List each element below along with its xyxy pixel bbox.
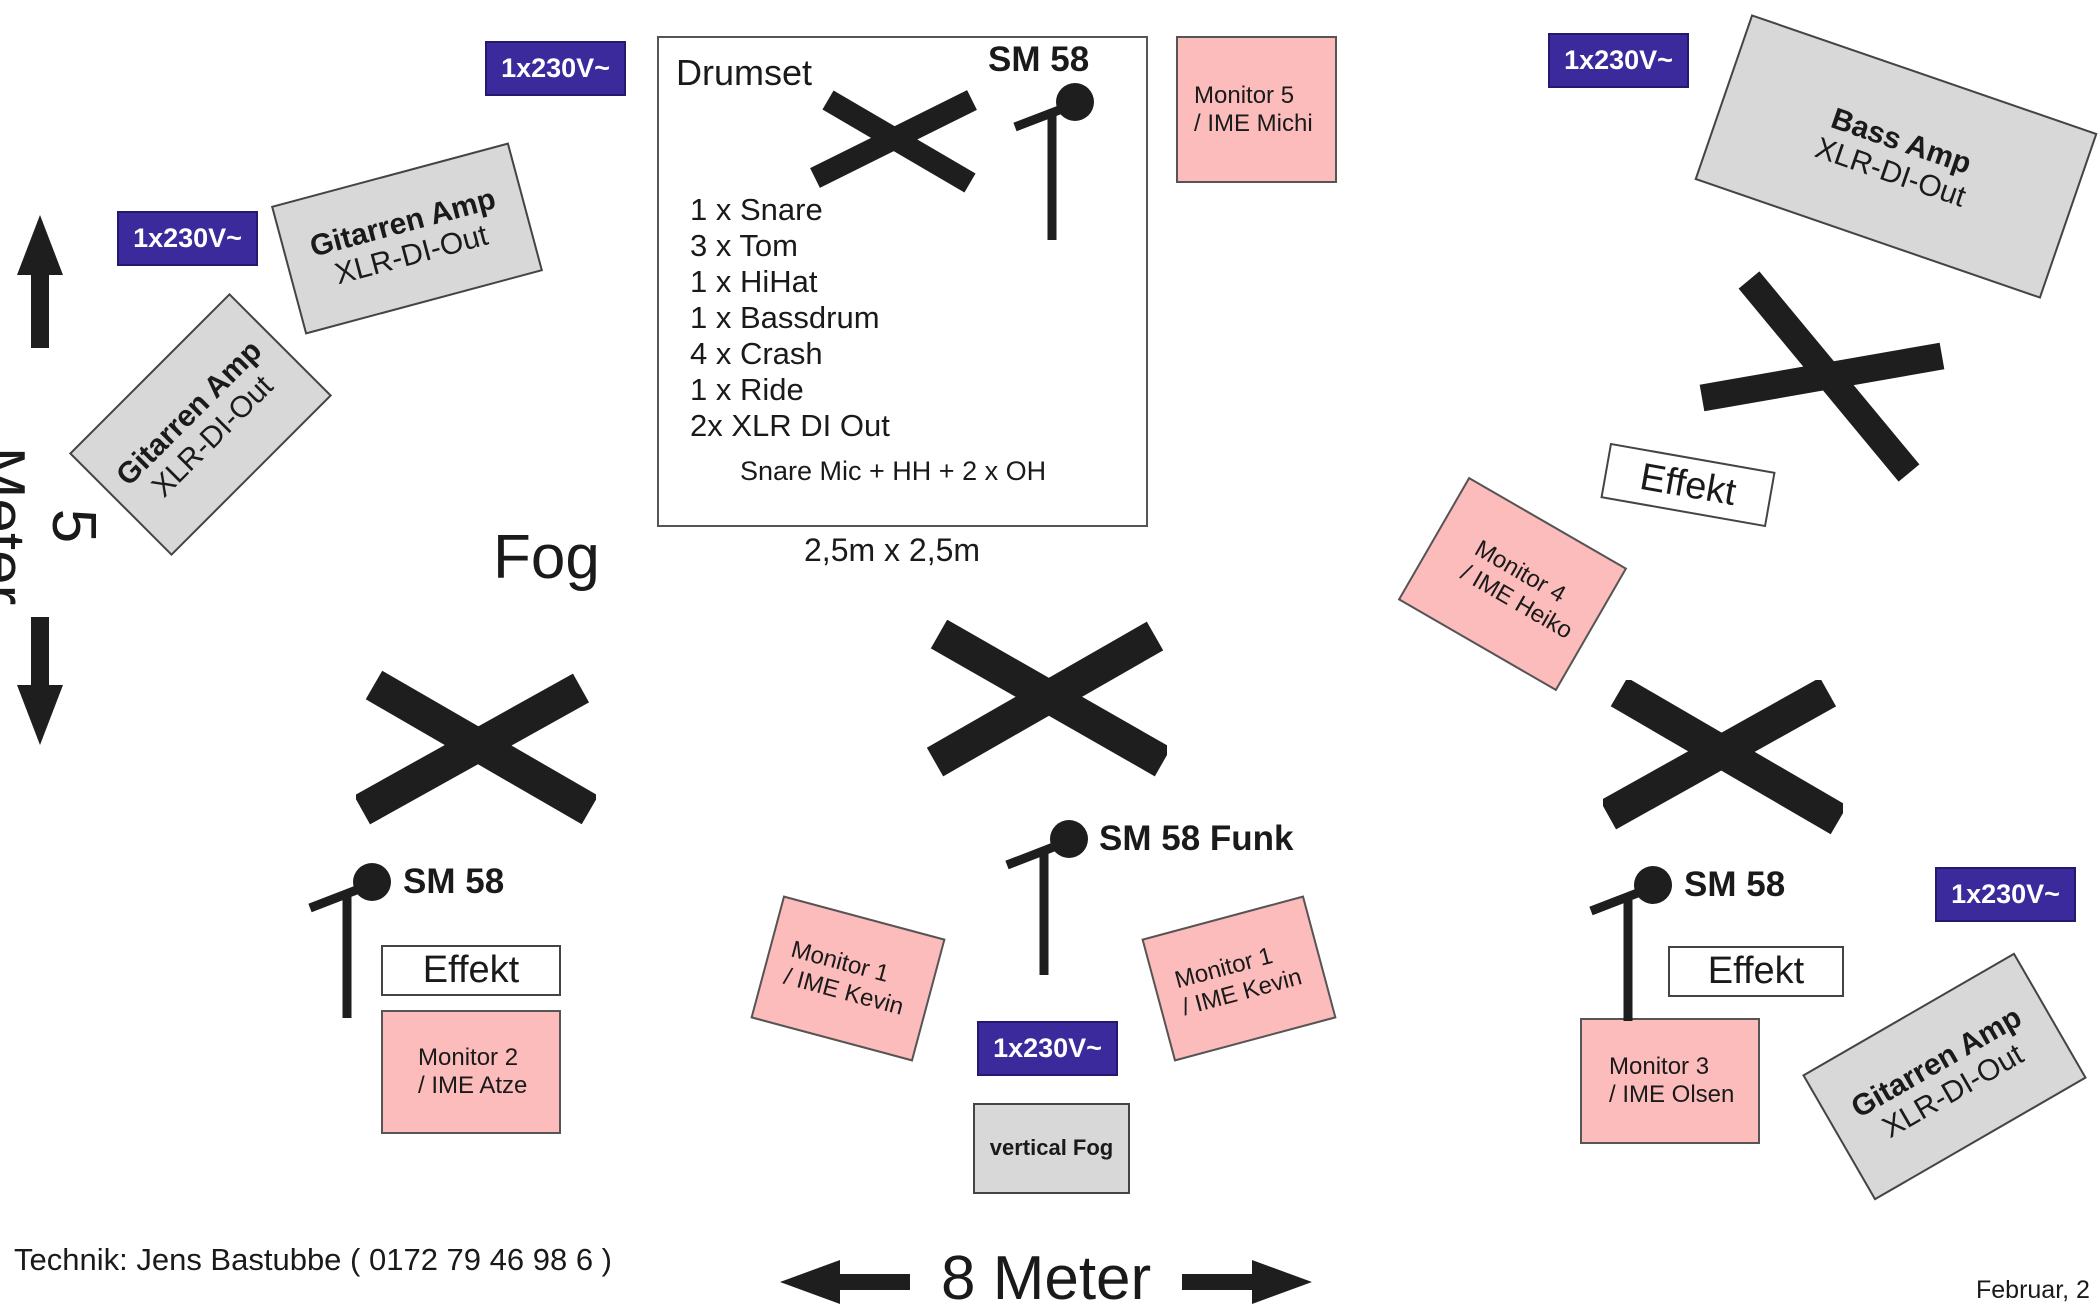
- monitor-label: / IME Olsen: [1609, 1081, 1735, 1108]
- arrow-right-icon: [1182, 1260, 1312, 1304]
- power-outlet: 1x230V~: [1935, 867, 2076, 922]
- monitor-3: Monitor 3 / IME Olsen: [1580, 1018, 1760, 1144]
- arrow-left-icon: [780, 1260, 910, 1304]
- effekt-label: Effekt: [422, 949, 520, 991]
- mic-label: SM 58 Funk: [1099, 819, 1294, 858]
- monitor-4: Monitor 4 / IME Heiko: [1397, 476, 1628, 692]
- power-outlet: 1x230V~: [485, 41, 626, 96]
- microphone-icon: [1005, 820, 1088, 975]
- technician-contact: Technik: Jens Bastubbe ( 0172 79 46 98 6…: [14, 1242, 613, 1277]
- arrow-up-icon: [17, 215, 63, 348]
- drum-item: 4 x Crash: [690, 336, 823, 371]
- monitor-5: Monitor 5 / IME Michi: [1176, 36, 1337, 183]
- position-x-mark: [1603, 680, 1843, 835]
- vertical-fog-unit: vertical Fog: [973, 1103, 1130, 1194]
- fog-label: Fog: [493, 523, 600, 592]
- drum-item: 3 x Tom: [690, 228, 798, 263]
- drum-item: 2x XLR DI Out: [690, 408, 890, 443]
- monitor-1: Monitor 1 / IME Kevin: [750, 895, 946, 1062]
- power-label: 1x230V~: [993, 1033, 1102, 1063]
- monitor-label: / IME Atze: [418, 1072, 528, 1099]
- drum-item: 1 x Ride: [690, 372, 804, 407]
- guitar-amp: Gitarren Amp XLR-DI-Out: [270, 142, 544, 335]
- monitor-label: Monitor 2: [418, 1044, 519, 1072]
- drum-mics-note: Snare Mic + HH + 2 x OH: [740, 456, 1047, 486]
- effekt-box: Effekt: [1668, 946, 1844, 997]
- guitar-amp: Gitarren Amp XLR-DI-Out: [1802, 952, 2087, 1201]
- drum-mic-label: SM 58: [988, 40, 1090, 79]
- monitor-1: Monitor 1 / IME Kevin: [1141, 895, 1337, 1062]
- width-dimension-label: 8 Meter: [941, 1244, 1152, 1313]
- effekt-box: Effekt: [381, 945, 561, 996]
- monitor-label: / IME Michi: [1194, 109, 1313, 137]
- position-x-mark: [927, 620, 1167, 777]
- drumset-list: 1 x Snare 3 x Tom 1 x HiHat 1 x Bassdrum…: [690, 192, 890, 444]
- microphone-icon: [1589, 866, 1672, 1021]
- bass-amp: Bass Amp XLR-DI-Out: [1694, 14, 2098, 299]
- monitor-label: Monitor 3: [1609, 1053, 1710, 1081]
- mic-label: SM 58: [1684, 865, 1786, 904]
- power-label: 1x230V~: [1951, 879, 2060, 909]
- position-x-mark: [356, 670, 596, 825]
- microphone-icon: [308, 863, 391, 1018]
- power-outlet: 1x230V~: [1548, 33, 1689, 88]
- power-label: 1x230V~: [133, 223, 242, 253]
- power-label: 1x230V~: [501, 53, 610, 83]
- drumset-size: 2,5m x 2,5m: [804, 532, 981, 568]
- drumset-title: Drumset: [676, 52, 813, 93]
- position-x-mark: [810, 90, 977, 193]
- arrow-down-icon: [17, 617, 63, 745]
- depth-dimension-label: 5 Meter: [0, 446, 108, 606]
- power-outlet: 1x230V~: [977, 1021, 1118, 1076]
- date-label: Februar, 2: [1976, 1276, 2090, 1304]
- drum-item: 1 x Snare: [690, 192, 823, 227]
- mic-label: SM 58: [403, 862, 505, 901]
- monitor-label: Monitor 5: [1194, 81, 1295, 109]
- power-outlet: 1x230V~: [117, 211, 258, 266]
- drum-item: 1 x HiHat: [690, 264, 818, 299]
- position-x-mark: [1699, 271, 1945, 482]
- vertical-fog-label: vertical Fog: [989, 1135, 1114, 1161]
- monitor-2: Monitor 2 / IME Atze: [381, 1010, 561, 1134]
- effekt-label: Effekt: [1707, 950, 1805, 992]
- power-label: 1x230V~: [1564, 45, 1673, 75]
- drum-item: 1 x Bassdrum: [690, 300, 880, 335]
- microphone-icon: [1013, 83, 1094, 240]
